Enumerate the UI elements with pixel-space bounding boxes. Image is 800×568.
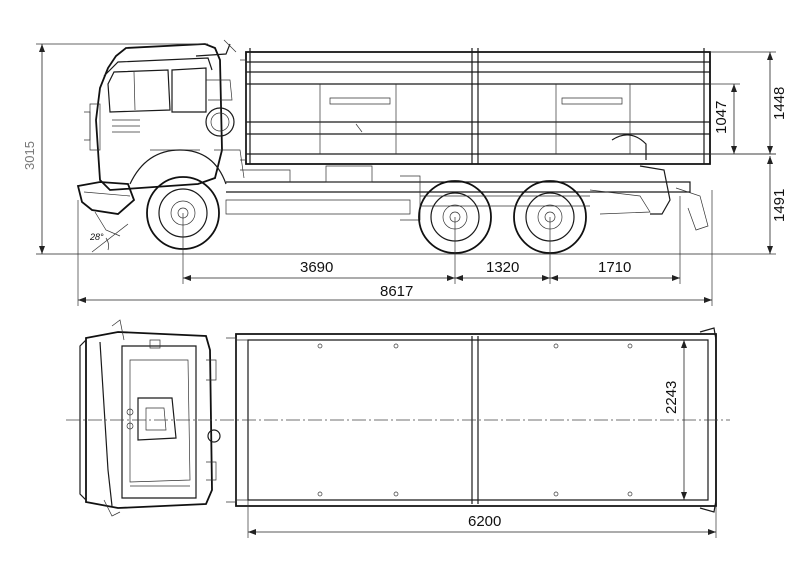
side-view: 28°	[36, 39, 711, 255]
body-length-label: 6200	[468, 513, 501, 530]
cab-top	[79, 319, 221, 517]
overall-height-label: 3015	[22, 141, 37, 170]
rear-overhang-label: 1710	[598, 259, 631, 276]
overall-length-label: 8617	[380, 283, 413, 300]
body-width-dimension: 2243	[663, 340, 687, 500]
body-width-label: 2243	[663, 381, 680, 414]
front-bumper	[76, 149, 227, 237]
body-length-dimension: 6200	[247, 500, 717, 538]
side-height-dimensions: 1448 1047	[700, 51, 788, 155]
side-height-label: 1448	[771, 87, 788, 120]
side-inner-height-label: 1047	[713, 101, 730, 134]
cab-side	[84, 39, 245, 191]
chassis-frame	[225, 165, 709, 231]
rear-axle-spacing-label: 1320	[486, 259, 519, 276]
top-view	[66, 319, 730, 517]
frame-height-dimension: 1491	[700, 153, 788, 255]
frame-height-label: 1491	[771, 189, 788, 222]
length-dimensions: 3690 1320 1710 8617	[77, 190, 713, 306]
overall-height-dimension: 3015	[22, 43, 208, 254]
approach-angle-label: 28°	[89, 232, 104, 242]
wheelbase-front-label: 3690	[300, 259, 333, 276]
cargo-body-side	[240, 48, 711, 165]
